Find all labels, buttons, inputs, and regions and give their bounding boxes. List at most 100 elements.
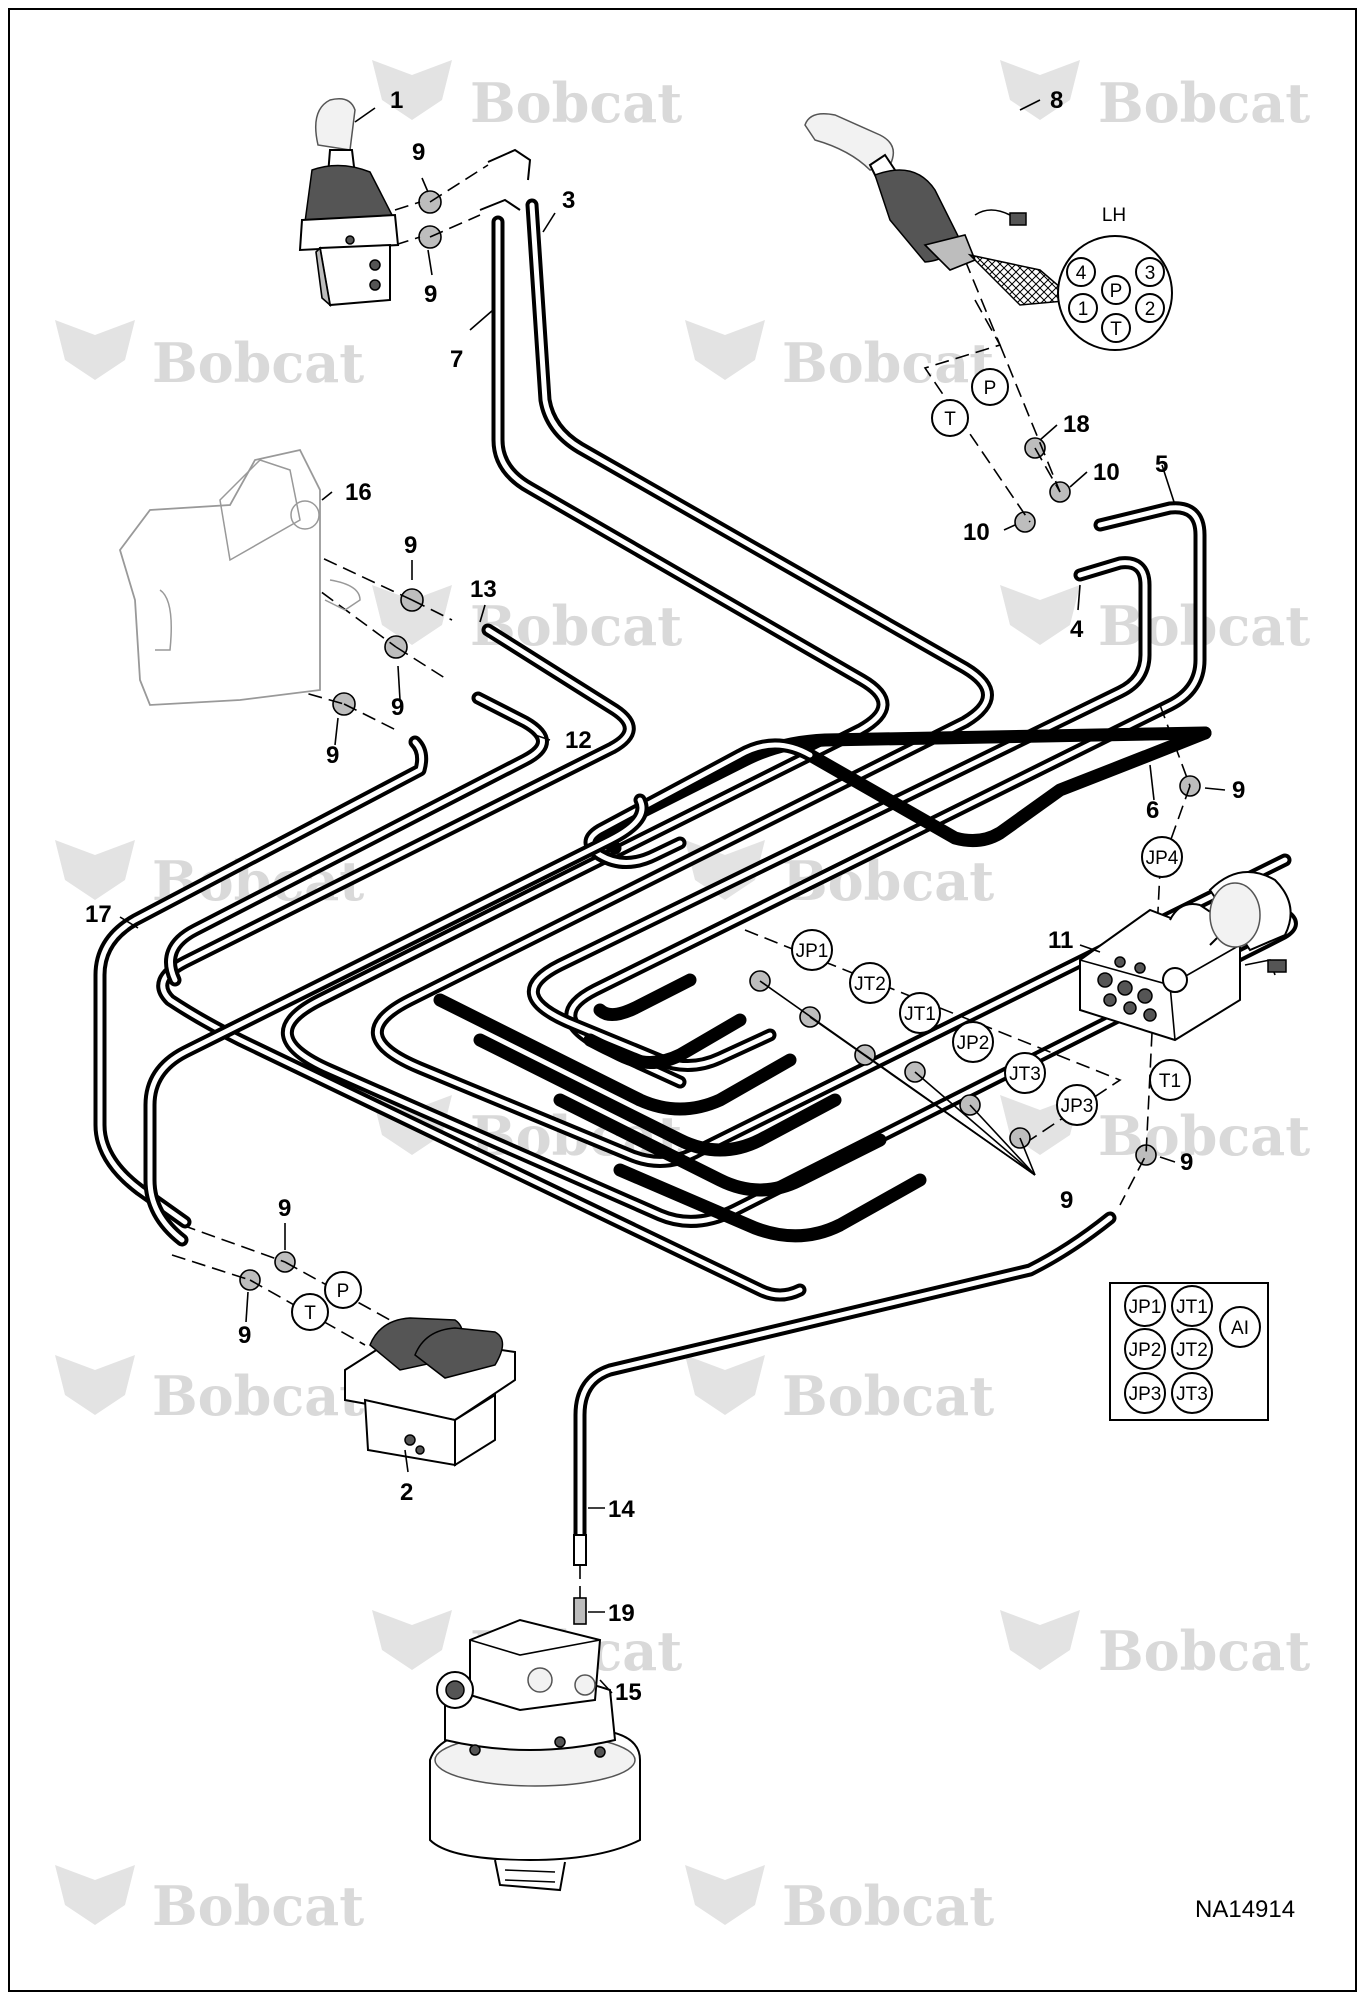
swing-motor-15: [429, 1618, 641, 1892]
watermark-logo: [55, 320, 135, 380]
watermark: Bobcat: [152, 331, 364, 395]
callout-14: 14: [608, 1496, 635, 1523]
svg-text:P: P: [984, 378, 997, 399]
svg-text:JP3: JP3: [1129, 1384, 1162, 1405]
watermark-logo: [372, 585, 452, 645]
svg-text:P: P: [1110, 281, 1123, 302]
legend-jp1: JP1: [1124, 1285, 1166, 1327]
fitting-elbow: [487, 148, 532, 181]
fitting-nut: [1014, 511, 1036, 533]
legend-jp3: JP3: [1124, 1372, 1166, 1414]
callout-18: 18: [1063, 411, 1090, 438]
legend-jp2: JP2: [1124, 1328, 1166, 1370]
figure-code: NA14914: [1195, 1896, 1295, 1923]
lh-connector-pinout: 4 P 3 1 2 T LH: [1057, 205, 1173, 351]
watermark-logo: [55, 1355, 135, 1415]
watermark: Bobcat: [1098, 1619, 1310, 1683]
watermark: Bobcat: [782, 1874, 994, 1938]
callout-9: 9: [1232, 777, 1245, 804]
svg-text:JP2: JP2: [1129, 1340, 1162, 1361]
watermark-logo: [1000, 60, 1080, 120]
callout-13: 13: [470, 576, 497, 603]
watermark: Bobcat: [1098, 71, 1310, 135]
callout-9: 9: [391, 694, 404, 721]
svg-text:JP2: JP2: [957, 1033, 990, 1054]
callout-10: 10: [1093, 459, 1120, 486]
valve-housing-16: [119, 448, 361, 706]
port-leaders: [759, 980, 1036, 1176]
callout-9: 9: [412, 139, 425, 166]
legend-jt3: JT3: [1171, 1372, 1213, 1414]
legend-ai: AI: [1219, 1306, 1261, 1348]
svg-text:1: 1: [1078, 299, 1089, 320]
callout-17: 17: [85, 901, 112, 928]
port-legend: JP1 JT1 AI JP2 JT2 JP3 JT3: [1109, 1282, 1269, 1421]
callout-16: 16: [345, 479, 372, 506]
svg-text:JP1: JP1: [796, 941, 829, 962]
callout-6: 6: [1146, 797, 1159, 824]
callout-9: 9: [404, 532, 417, 559]
watermark: Bobcat: [470, 594, 682, 658]
svg-text:2: 2: [1145, 299, 1156, 320]
watermark: Bobcat: [152, 1874, 364, 1938]
svg-text:AI: AI: [1231, 1318, 1249, 1339]
pin-4: 4: [1066, 257, 1096, 287]
svg-text:JP3: JP3: [1061, 1096, 1094, 1117]
watermark-logo: [685, 1865, 765, 1925]
callout-10: 10: [963, 519, 990, 546]
joystick-assembly-1: [298, 98, 400, 308]
valve-block-11: [1079, 871, 1292, 1042]
watermark-logo: [372, 1610, 452, 1670]
callout-2: 2: [400, 1479, 413, 1506]
svg-text:JT1: JT1: [1176, 1297, 1208, 1318]
svg-text:JP1: JP1: [1129, 1297, 1162, 1318]
hose-layer: [93, 198, 1298, 1552]
legend-jt1: JT1: [1171, 1285, 1213, 1327]
pin-p: P: [1101, 275, 1131, 305]
svg-text:JT2: JT2: [1176, 1340, 1208, 1361]
port-jp4: JP4: [1141, 836, 1183, 878]
watermark: Bobcat: [782, 1364, 994, 1428]
callout-12: 12: [565, 727, 592, 754]
callout-9: 9: [1180, 1149, 1193, 1176]
svg-text:T1: T1: [1159, 1071, 1181, 1092]
callout-9: 9: [424, 281, 437, 308]
callout-3: 3: [562, 187, 575, 214]
watermark-logo: [1000, 1610, 1080, 1670]
callout-leaders: [119, 99, 1226, 1694]
watermark: Bobcat: [152, 1364, 364, 1428]
port-t-lower: T: [291, 1293, 329, 1331]
pin-t: T: [1101, 313, 1131, 343]
port-jt2: JT2: [849, 962, 891, 1004]
callout-4: 4: [1070, 616, 1084, 643]
callouts: 1 9 9 3 7 8 18 10 10 5 4 16 9 13 9 12 9 …: [85, 87, 1245, 1706]
svg-text:3: 3: [1145, 263, 1156, 284]
port-p-lower: P: [324, 1271, 362, 1309]
pin-2: 2: [1135, 293, 1165, 323]
svg-text:T: T: [1110, 319, 1122, 340]
legend-jt2: JT2: [1171, 1328, 1213, 1370]
watermark: Bobcat: [470, 71, 682, 135]
callout-9: 9: [326, 742, 339, 769]
watermark-logo: [685, 320, 765, 380]
port-t1: T1: [1149, 1059, 1191, 1101]
port-p-upper: P: [971, 368, 1009, 406]
port-t-upper: T: [931, 399, 969, 437]
callout-9: 9: [278, 1195, 291, 1222]
joystick-assembly-2: [344, 1317, 516, 1467]
callout-7: 7: [450, 346, 463, 373]
watermark-logo: [55, 1865, 135, 1925]
svg-text:4: 4: [1076, 263, 1087, 284]
watermark-logo: [55, 840, 135, 900]
fitting-adapter: [573, 1534, 587, 1566]
port-jp2: JP2: [952, 1021, 994, 1063]
callout-9: 9: [1060, 1187, 1073, 1214]
watermark: Bobcat: [1098, 1104, 1310, 1168]
port-jp1: JP1: [791, 929, 833, 971]
callout-1: 1: [390, 87, 403, 114]
callout-11: 11: [1048, 927, 1073, 954]
callout-5: 5: [1155, 451, 1168, 478]
callout-9: 9: [238, 1322, 251, 1349]
svg-text:JP4: JP4: [1146, 848, 1179, 869]
